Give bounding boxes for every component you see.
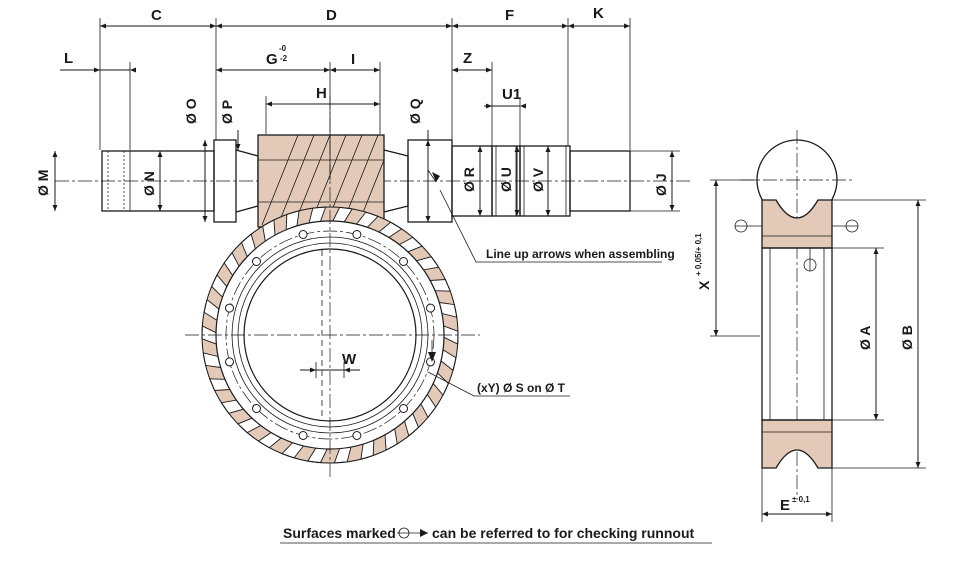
dimension-arrowhead bbox=[873, 248, 879, 254]
dim-dV: Ø V bbox=[530, 167, 546, 192]
dimension-arrowhead bbox=[826, 511, 832, 517]
dim-X-tol: + 0,05/+ 0,1 bbox=[694, 233, 703, 276]
dim-L: L bbox=[64, 50, 73, 67]
dim-dB: Ø B bbox=[899, 325, 915, 350]
dimension-arrowhead bbox=[425, 216, 431, 222]
bolt-hole bbox=[426, 303, 435, 313]
dimension-arrowhead bbox=[94, 67, 100, 73]
dim-dN: Ø N bbox=[141, 171, 157, 196]
dim-X: X bbox=[696, 280, 712, 290]
dimension-text: C D F K L G -0 -2 I Z H U1 W Ø M Ø N Ø O… bbox=[35, 5, 915, 514]
dimension-arrowhead bbox=[915, 462, 921, 468]
dimension-arrowhead bbox=[130, 67, 136, 73]
dimension-arrowhead bbox=[477, 146, 483, 152]
dimension-arrowhead bbox=[669, 205, 675, 211]
dimension-arrowhead bbox=[310, 367, 316, 373]
dimension-arrowhead bbox=[216, 67, 222, 73]
footer-suffix: can be referred to for checking runnout bbox=[432, 525, 694, 541]
dim-F: F bbox=[505, 7, 514, 24]
dimension-arrowhead bbox=[100, 23, 106, 29]
dimension-arrowhead bbox=[477, 210, 483, 216]
dim-dU: Ø U bbox=[498, 167, 514, 192]
dimension-arrowhead bbox=[545, 210, 551, 216]
bolt-hole bbox=[399, 404, 408, 413]
dim-dM: Ø M bbox=[35, 170, 51, 196]
dimension-arrowhead bbox=[713, 330, 719, 336]
dimension-arrowhead bbox=[330, 67, 336, 73]
bolt-hole bbox=[252, 404, 261, 413]
dimension-arrowhead bbox=[324, 67, 330, 73]
dim-E: E bbox=[780, 497, 790, 514]
dim-dA: Ø A bbox=[857, 326, 873, 350]
runout-symbol-icon bbox=[397, 527, 428, 539]
dimension-arrowhead bbox=[52, 151, 58, 157]
worm-wheel-side bbox=[734, 130, 859, 500]
dimension-arrowhead bbox=[157, 205, 163, 211]
dim-G: G bbox=[266, 51, 278, 68]
bolt-hole bbox=[252, 257, 261, 266]
dimension-arrowhead bbox=[425, 140, 431, 146]
dimension-arrowhead bbox=[568, 23, 574, 29]
dimension-arrowhead bbox=[202, 216, 208, 222]
dimension-arrowhead bbox=[624, 23, 630, 29]
dim-U1: U1 bbox=[502, 86, 521, 103]
dimension-arrowhead bbox=[452, 67, 458, 73]
dimension-arrowhead bbox=[266, 101, 272, 107]
dimension-arrowhead bbox=[669, 151, 675, 157]
dimension-arrowhead bbox=[157, 151, 163, 157]
dim-I: I bbox=[351, 51, 355, 68]
dim-D: D bbox=[326, 7, 337, 24]
dim-W: W bbox=[342, 351, 357, 368]
bolt-hole bbox=[399, 257, 408, 266]
dimension-arrowhead bbox=[762, 511, 768, 517]
dimension-arrowhead bbox=[52, 205, 58, 211]
footer-prefix: Surfaces marked bbox=[283, 525, 396, 541]
dimension-arrowhead bbox=[520, 103, 526, 109]
bolt-hole bbox=[225, 303, 234, 313]
dim-K: K bbox=[593, 5, 604, 22]
dim-dJ: Ø J bbox=[653, 173, 669, 196]
dim-G-tol-upper: -0 bbox=[279, 44, 287, 53]
dimension-arrowhead bbox=[915, 200, 921, 206]
dimension-arrowhead bbox=[374, 67, 380, 73]
dimension-arrowhead bbox=[545, 146, 551, 152]
bolt-hole bbox=[352, 230, 362, 239]
dim-dO: Ø O bbox=[183, 98, 199, 124]
dim-C: C bbox=[151, 7, 162, 24]
dimension-arrowhead bbox=[446, 23, 452, 29]
dimension-arrowhead bbox=[873, 414, 879, 420]
annotations: Line up arrows when assembling (xY) Ø S … bbox=[283, 247, 694, 541]
worm-shaft bbox=[55, 134, 690, 228]
dimension-arrowhead bbox=[514, 210, 520, 216]
dim-Z: Z bbox=[463, 50, 472, 67]
note-holes: (xY) Ø S on Ø T bbox=[477, 381, 566, 395]
dim-dP: Ø P bbox=[219, 100, 235, 124]
bolt-hole bbox=[426, 357, 435, 367]
dimension-arrowhead bbox=[486, 103, 492, 109]
dimension-arrowhead bbox=[562, 23, 568, 29]
bolt-hole bbox=[298, 230, 308, 239]
dimension-arrowhead bbox=[486, 67, 492, 73]
dim-G-tol-lower: -2 bbox=[280, 54, 288, 63]
dimension-arrowhead bbox=[202, 140, 208, 146]
note-line-up-arrows: Line up arrows when assembling bbox=[486, 247, 675, 261]
dimension-arrowhead bbox=[216, 23, 222, 29]
dimension-arrowhead bbox=[514, 146, 520, 152]
dimension-arrowhead bbox=[452, 23, 458, 29]
dim-H: H bbox=[316, 85, 327, 102]
dim-E-tol: ± 0,1 bbox=[792, 495, 810, 504]
bolt-hole bbox=[225, 357, 234, 367]
dimension-arrowhead bbox=[210, 23, 216, 29]
worm-wheel-front bbox=[185, 95, 480, 480]
bolt-hole bbox=[298, 431, 308, 440]
dimension-arrowhead bbox=[713, 180, 719, 186]
dimension-arrowhead bbox=[344, 367, 350, 373]
bolt-hole bbox=[352, 431, 362, 440]
dim-dQ: Ø Q bbox=[407, 98, 423, 124]
dimension-arrowhead bbox=[374, 101, 380, 107]
dimension-lines bbox=[54, 18, 926, 544]
dim-dR: Ø R bbox=[461, 167, 477, 192]
dimension-arrowhead bbox=[235, 144, 241, 150]
